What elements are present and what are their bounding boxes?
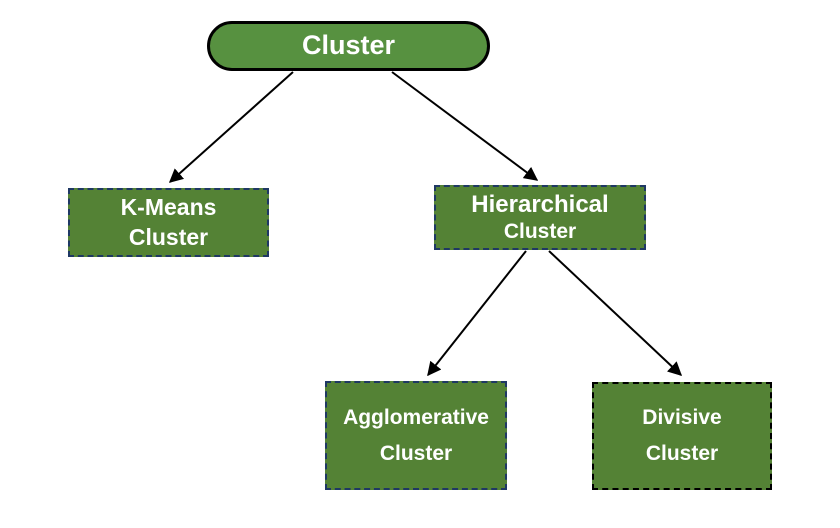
node-agglomerative-label-line2: Cluster <box>379 441 453 465</box>
edge-hierarchical-divisive-arrow <box>548 250 683 376</box>
node-hierarchical-label-line2: Cluster <box>503 220 577 244</box>
node-agglomerative-label-line1: Agglomerative <box>343 405 489 429</box>
node-cluster-root-label: Cluster <box>301 30 396 61</box>
node-kmeans-cluster: K-Means Cluster <box>68 188 269 257</box>
edge-hierarchical-agglomerative-arrow <box>427 250 527 377</box>
node-kmeans-label-line2: Cluster <box>128 223 209 250</box>
node-agglomerative-cluster: Agglomerative Cluster <box>325 381 507 490</box>
node-divisive-label-line2: Cluster <box>645 442 719 465</box>
node-hierarchical-cluster: Hierarchical Cluster <box>434 185 646 250</box>
edge-root-hierarchical-arrow <box>391 71 539 181</box>
node-divisive-cluster: Divisive Cluster <box>592 382 772 490</box>
node-hierarchical-label-line1: Hierarchical <box>471 190 609 218</box>
node-kmeans-label-line1: K-Means <box>120 193 217 220</box>
node-divisive-label-line1: Divisive <box>642 406 722 430</box>
node-cluster-root: Cluster <box>207 21 490 71</box>
edge-root-kmeans-arrow <box>168 71 294 183</box>
